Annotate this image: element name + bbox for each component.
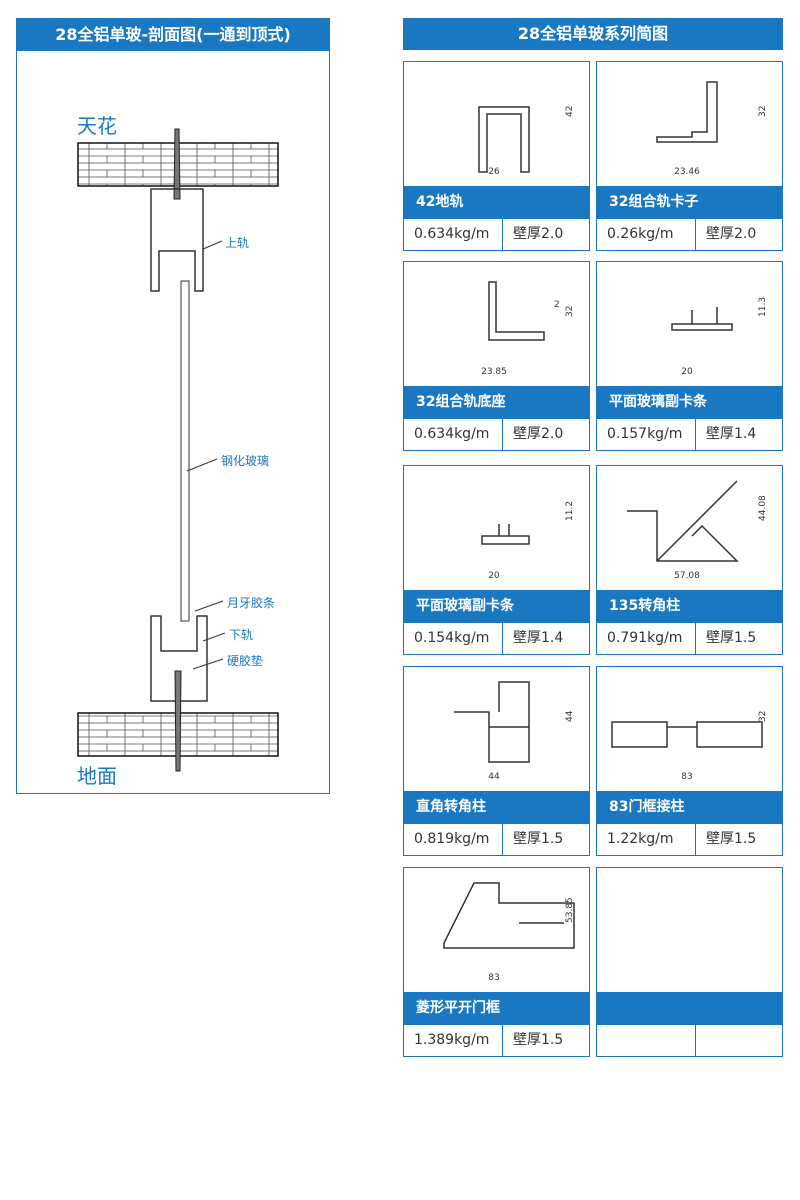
label-hard-pad: 硬胶垫 — [227, 653, 263, 668]
profile-wall-thickness: 壁厚1.4 — [502, 623, 589, 654]
profile-drawing: 44 44 — [404, 667, 589, 791]
profile-weight: 0.26kg/m — [607, 226, 674, 242]
dimension-label: 11.3 — [758, 297, 768, 317]
profile-wall-thickness: 壁厚1.4 — [695, 419, 782, 450]
dimension-label: 2 — [554, 300, 560, 310]
dimension-label: 83 — [488, 973, 499, 983]
dimension-label: 57.08 — [674, 571, 700, 581]
profile-drawing: 20 11.2 — [404, 466, 589, 590]
dimension-label: 32 — [758, 711, 768, 722]
label-top-rail: 上轨 — [225, 236, 249, 250]
profile-list-title: 28全铝单玻系列简图 — [403, 18, 783, 50]
profile-weight: 0.154kg/m — [414, 630, 490, 646]
profile-name: 平面玻璃副卡条 — [404, 590, 589, 623]
profile-name: 平面玻璃副卡条 — [597, 386, 782, 419]
profile-weight: 0.157kg/m — [607, 426, 683, 442]
dimension-label: 44.08 — [758, 495, 768, 521]
top-screw-icon — [173, 128, 181, 200]
profile-drawing: 23.85 32 2 — [404, 262, 589, 386]
profile-card: 20 11.2 平面玻璃副卡条 0.154kg/m 壁厚1.4 — [403, 465, 590, 655]
dimension-label: 20 — [681, 367, 693, 377]
profile-name: 32组合轨卡子 — [597, 186, 782, 219]
dimension-label: 44 — [565, 710, 575, 722]
dimension-label: 53.85 — [565, 897, 575, 923]
top-rail — [150, 188, 204, 292]
profile-card: 23.46 32 32组合轨卡子 0.26kg/m 壁厚2.0 — [596, 61, 783, 251]
section-diagram-panel: 28全铝单玻-剖面图(一通到顶式) 天花 地面 上轨 钢化玻璃 月牙胶条 下轨 … — [16, 18, 330, 794]
bottom-screw-icon — [174, 670, 182, 772]
floor-label: 地面 — [77, 764, 117, 788]
profile-wall-thickness: 壁厚2.0 — [695, 219, 782, 250]
profile-weight: 0.819kg/m — [414, 831, 490, 847]
dimension-label: 26 — [488, 167, 500, 177]
profile-drawing: 57.08 44.08 — [597, 466, 782, 590]
profile-wall-thickness: 壁厚2.0 — [502, 419, 589, 450]
profile-card: 20 11.3 平面玻璃副卡条 0.157kg/m 壁厚1.4 — [596, 261, 783, 451]
profile-weight: 0.791kg/m — [607, 630, 683, 646]
profile-name: 直角转角柱 — [404, 791, 589, 824]
dimension-label: 42 — [565, 106, 575, 117]
profile-wall-thickness: 壁厚1.5 — [502, 1025, 589, 1056]
profile-wall-thickness: 壁厚1.5 — [695, 824, 782, 855]
dimension-label: 23.85 — [481, 367, 507, 377]
profile-weight: 0.634kg/m — [414, 426, 490, 442]
dimension-label: 20 — [488, 571, 500, 581]
profile-name: 83门框接柱 — [597, 791, 782, 824]
profile-card: 23.85 32 2 32组合轨底座 0.634kg/m 壁厚2.0 — [403, 261, 590, 451]
section-diagram-title: 28全铝单玻-剖面图(一通到顶式) — [17, 19, 329, 51]
profile-wall-thickness: 壁厚1.5 — [502, 824, 589, 855]
label-seal-strip: 月牙胶条 — [227, 595, 275, 610]
dimension-label: 32 — [565, 306, 575, 317]
profile-drawing: 20 11.3 — [597, 262, 782, 386]
dimension-label: 44 — [488, 772, 500, 782]
profile-card: 57.08 44.08 135转角柱 0.791kg/m 壁厚1.5 — [596, 465, 783, 655]
label-tempered-glass: 钢化玻璃 — [221, 454, 269, 468]
dimension-label: 11.2 — [565, 501, 575, 521]
profile-name: 菱形平开门框 — [404, 992, 589, 1025]
dimension-label: 32 — [758, 106, 768, 117]
empty-card — [596, 867, 783, 1057]
profile-name: 42地轨 — [404, 186, 589, 219]
profile-weight: 1.22kg/m — [607, 831, 674, 847]
profile-name: 135转角柱 — [597, 590, 782, 623]
section-drawing: 天花 地面 上轨 钢化玻璃 月牙胶条 下轨 硬胶垫 — [77, 114, 279, 788]
dimension-label: 83 — [681, 772, 692, 782]
bottom-rail — [150, 615, 208, 702]
glass-panel — [180, 280, 190, 622]
profile-weight: 0.634kg/m — [414, 226, 490, 242]
profile-drawing: 83 32 — [597, 667, 782, 791]
profile-wall-thickness: 壁厚2.0 — [502, 219, 589, 250]
profile-drawing: 23.46 32 — [597, 62, 782, 186]
profile-wall-thickness: 壁厚1.5 — [695, 623, 782, 654]
profile-name: 32组合轨底座 — [404, 386, 589, 419]
profile-weight: 1.389kg/m — [414, 1032, 490, 1048]
dimension-label: 23.46 — [674, 167, 700, 177]
profile-drawing: 26 42 — [404, 62, 589, 186]
ceiling-label: 天花 — [77, 114, 117, 138]
profile-card: 44 44 直角转角柱 0.819kg/m 壁厚1.5 — [403, 666, 590, 856]
label-bottom-rail: 下轨 — [229, 628, 253, 642]
profile-drawing: 83 53.85 — [404, 868, 589, 992]
profile-card: 83 32 83门框接柱 1.22kg/m 壁厚1.5 — [596, 666, 783, 856]
profile-card: 26 42 42地轨 0.634kg/m 壁厚2.0 — [403, 61, 590, 251]
profile-card: 83 53.85 菱形平开门框 1.389kg/m 壁厚1.5 — [403, 867, 590, 1057]
